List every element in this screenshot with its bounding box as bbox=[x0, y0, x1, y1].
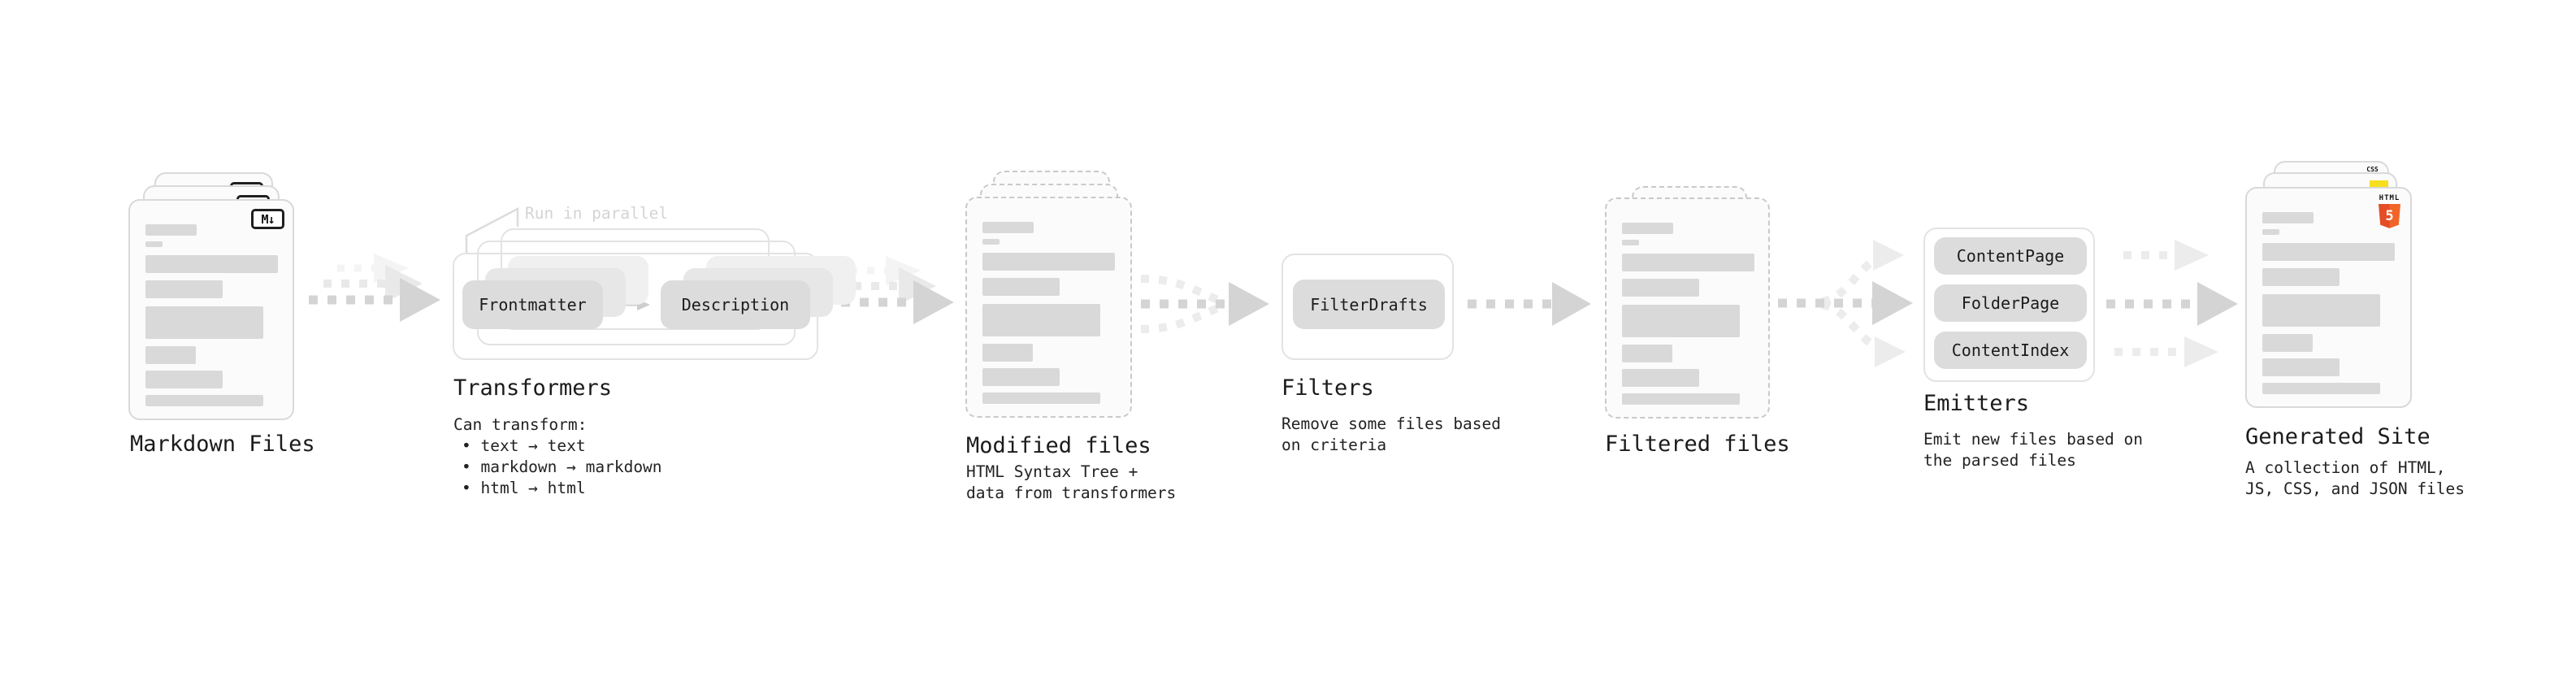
filters-frame bbox=[1281, 254, 1454, 360]
desc-line: JS, CSS, and JSON files bbox=[2245, 479, 2465, 498]
stage-label-filtered-files: Filtered files bbox=[1605, 432, 1790, 457]
stage-desc-transformers: Can transform: • text → text • markdown … bbox=[453, 414, 662, 499]
doc-text-placeholder bbox=[130, 201, 293, 406]
desc-line: HTML Syntax Tree + bbox=[966, 462, 1138, 481]
placeholder-bar bbox=[145, 241, 163, 247]
placeholder-bar bbox=[982, 368, 1060, 386]
placeholder-bar bbox=[2262, 212, 2314, 223]
desc-line: the parsed files bbox=[1923, 451, 2076, 470]
markdown-icon: M↓ bbox=[251, 209, 284, 229]
desc-line: • markdown → markdown bbox=[462, 458, 662, 476]
placeholder-bar bbox=[145, 371, 223, 388]
placeholder-bar bbox=[982, 344, 1033, 362]
html5-icon: HTML 5 bbox=[2379, 194, 2400, 228]
desc-line: • html → html bbox=[462, 479, 586, 497]
placeholder-bar bbox=[1622, 223, 1673, 234]
placeholder-bar bbox=[2262, 334, 2313, 352]
placeholder-bar bbox=[982, 278, 1060, 296]
document-card: HTML 5 bbox=[2245, 187, 2412, 408]
placeholder-bar bbox=[2262, 229, 2279, 235]
placeholder-bar bbox=[145, 224, 197, 236]
placeholder-bar bbox=[2262, 243, 2395, 261]
doc-text-placeholder bbox=[2247, 189, 2410, 394]
document-card: M↓ bbox=[128, 199, 294, 420]
emitter-contentpage: ContentPage bbox=[1934, 237, 2087, 275]
placeholder-bar bbox=[2262, 268, 2340, 286]
run-in-parallel-note: Run in parallel bbox=[525, 204, 669, 223]
placeholder-bar bbox=[1622, 240, 1639, 245]
placeholder-bar bbox=[145, 395, 263, 406]
placeholder-bar bbox=[145, 346, 196, 364]
stage-label-filters: Filters bbox=[1281, 375, 1374, 401]
desc-line: on criteria bbox=[1281, 436, 1387, 454]
stage-label-generated-site: Generated Site bbox=[2245, 424, 2431, 449]
html5-icon-word: HTML bbox=[2379, 194, 2400, 202]
placeholder-bar bbox=[982, 304, 1100, 336]
placeholder-bar bbox=[145, 306, 263, 339]
arrow-emitters-to-site bbox=[2106, 240, 2238, 367]
desc-line: • text → text bbox=[462, 436, 586, 455]
placeholder-bar bbox=[1622, 279, 1699, 297]
desc-line: data from transformers bbox=[966, 484, 1177, 502]
stage-label-emitters: Emitters bbox=[1923, 391, 2030, 416]
placeholder-bar bbox=[1622, 345, 1672, 362]
markdown-icon-label: M↓ bbox=[261, 211, 275, 227]
arrow-filters-to-filtered bbox=[1468, 282, 1591, 326]
transformer-frontmatter: Frontmatter bbox=[462, 280, 603, 329]
desc-line: Can transform: bbox=[453, 415, 588, 434]
placeholder-bar bbox=[1622, 305, 1740, 337]
placeholder-bar bbox=[1622, 393, 1740, 405]
stage-label-markdown-files: Markdown Files bbox=[130, 432, 315, 457]
stage-desc-filters: Remove some files based on criteria bbox=[1281, 414, 1501, 456]
run-in-parallel-leader-line bbox=[465, 206, 519, 254]
emitter-folderpage: FolderPage bbox=[1934, 284, 2087, 322]
placeholder-bar bbox=[2262, 294, 2380, 327]
emitters-frame bbox=[1923, 228, 2095, 382]
stage-desc-generated-site: A collection of HTML, JS, CSS, and JSON … bbox=[2245, 458, 2465, 500]
emitter-contentindex: ContentIndex bbox=[1934, 332, 2087, 369]
desc-line: Remove some files based bbox=[1281, 414, 1502, 433]
stage-label-transformers: Transformers bbox=[453, 375, 613, 401]
doc-text-placeholder bbox=[967, 198, 1130, 404]
placeholder-bar bbox=[982, 253, 1115, 271]
placeholder-bar bbox=[982, 393, 1100, 404]
placeholder-bar bbox=[1622, 369, 1699, 387]
stage-label-modified-files: Modified files bbox=[966, 433, 1151, 458]
html5-icon-number: 5 bbox=[2385, 207, 2394, 224]
arrow-filtered-to-emitters bbox=[1778, 240, 1913, 367]
document-card bbox=[1605, 197, 1770, 419]
html5-icon-shield: 5 bbox=[2379, 203, 2400, 228]
arrow-markdown-to-transformers bbox=[309, 254, 440, 322]
placeholder-bar bbox=[145, 280, 223, 298]
desc-line: Emit new files based on bbox=[1923, 430, 2144, 449]
filter-filterdrafts: FilterDrafts bbox=[1293, 280, 1445, 329]
arrow-modified-to-filters bbox=[1140, 275, 1269, 333]
placeholder-bar bbox=[2262, 358, 2340, 376]
css-icon-label: CSS bbox=[2366, 166, 2379, 173]
placeholder-bar bbox=[982, 239, 1000, 245]
transformer-description: Description bbox=[661, 280, 810, 329]
stage-desc-modified-files: HTML Syntax Tree + data from transformer… bbox=[966, 462, 1176, 504]
stage-desc-emitters: Emit new files based on the parsed files bbox=[1923, 429, 2143, 471]
placeholder-bar bbox=[1622, 254, 1754, 271]
placeholder-bar bbox=[145, 255, 278, 273]
document-card bbox=[965, 197, 1132, 418]
placeholder-bar bbox=[982, 222, 1034, 233]
doc-text-placeholder bbox=[1607, 199, 1768, 405]
desc-line: A collection of HTML, bbox=[2245, 458, 2446, 477]
placeholder-bar bbox=[2262, 383, 2380, 394]
arrow-transformers-to-modified bbox=[822, 256, 954, 324]
